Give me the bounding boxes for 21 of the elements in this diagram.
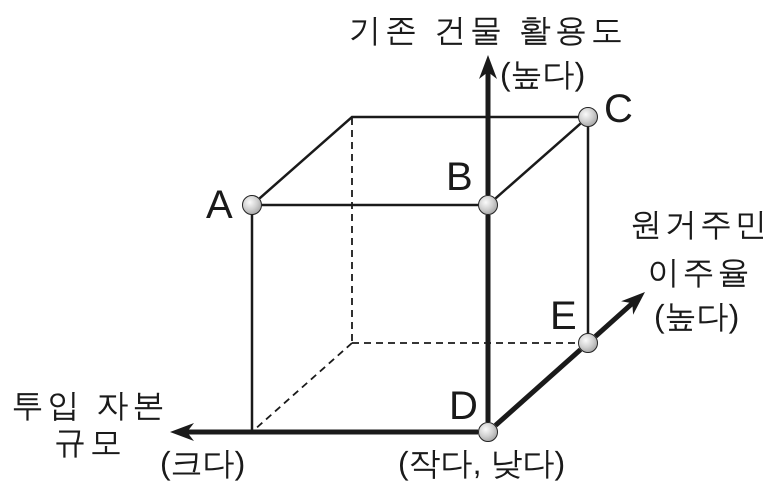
point-label: E bbox=[550, 293, 577, 340]
cube-edge bbox=[258, 116, 578, 200]
point-label: B bbox=[446, 154, 473, 201]
point-label: A bbox=[206, 182, 233, 229]
cube-edge bbox=[262, 204, 478, 206]
sphere-point bbox=[578, 107, 598, 127]
axis-label: (작다, 낮다) bbox=[398, 444, 566, 483]
axis-segment bbox=[486, 215, 490, 422]
point-label: C bbox=[604, 86, 633, 133]
cube-edge bbox=[586, 127, 590, 333]
axis-label: (높다) bbox=[654, 297, 740, 336]
axis-label: 기존 건물 활용도 bbox=[348, 11, 628, 50]
sphere-point bbox=[478, 422, 498, 442]
axis-label: 원거주민 이주율 bbox=[629, 205, 771, 292]
point-label: D bbox=[449, 383, 478, 430]
cube-edge bbox=[494, 122, 582, 200]
sphere-point bbox=[242, 195, 262, 215]
axis-segment bbox=[494, 348, 582, 428]
sphere-point bbox=[578, 333, 598, 353]
sphere-point bbox=[478, 195, 498, 215]
axis-label: (높다) bbox=[500, 55, 586, 94]
